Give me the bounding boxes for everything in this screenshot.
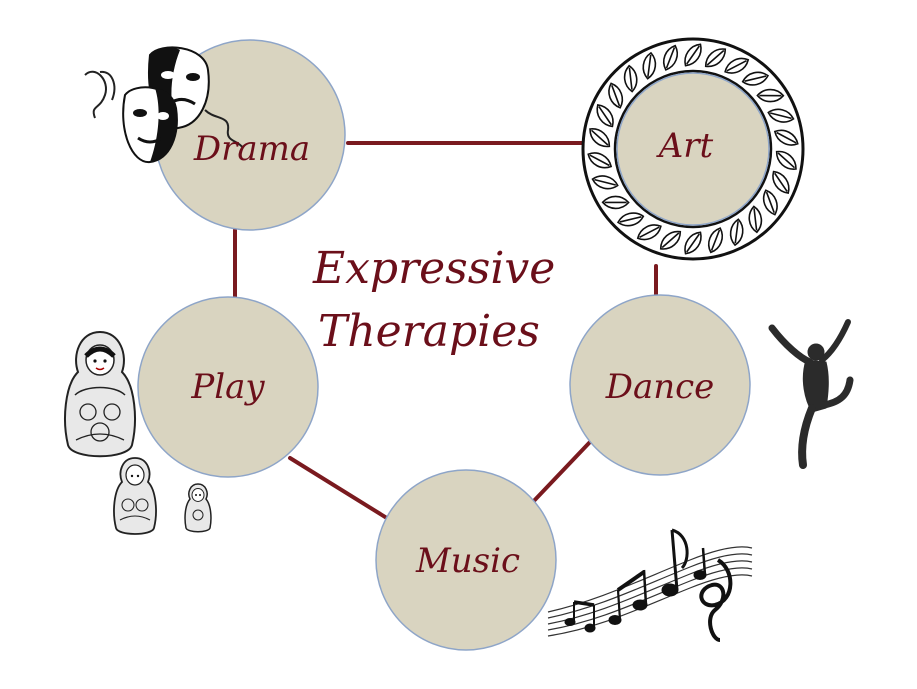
- node-play: [137, 296, 319, 478]
- node-music: [375, 469, 557, 651]
- mandala-leaf: [636, 224, 662, 241]
- mandala-leaf: [589, 128, 611, 148]
- mandala-leaf: [642, 51, 657, 80]
- mandala-leaf: [741, 71, 770, 86]
- connector-play-music: [288, 456, 392, 522]
- mandala-leaf: [596, 104, 614, 128]
- node-label-dance: Dance: [605, 367, 715, 407]
- mandala-leaf: [601, 195, 630, 210]
- mandala-leaf: [608, 82, 624, 109]
- nesting-doll-small: [184, 483, 212, 533]
- mandala-leaf: [616, 212, 645, 227]
- node-label-music: Music: [415, 541, 520, 581]
- mandala-leaf: [748, 205, 763, 234]
- mandala-leaf: [662, 44, 679, 71]
- mandala-leaf: [762, 189, 778, 216]
- music-notes-icon: [547, 528, 753, 642]
- mandala-leaf: [659, 230, 682, 250]
- mandala-leaf: [704, 48, 727, 68]
- node-dance-circle: [569, 294, 751, 476]
- mandala-leaf: [729, 218, 744, 247]
- nesting-doll-medium: [113, 457, 157, 535]
- node-art-circle: [616, 72, 770, 226]
- node-music-circle: [375, 469, 557, 651]
- mandala-leaf: [767, 108, 795, 123]
- mandala-leaf: [775, 150, 797, 170]
- mandala-leaf: [772, 170, 790, 194]
- dancer-silhouette-icon: [768, 319, 854, 469]
- node-label-drama: Drama: [193, 129, 310, 169]
- node-label-art: Art: [656, 126, 714, 166]
- theater-masks-icon: [84, 46, 244, 164]
- nesting-dolls-icon: [64, 330, 212, 535]
- mandala-leaf: [591, 175, 619, 190]
- node-play-circle: [137, 296, 319, 478]
- mandala-leaf: [684, 231, 702, 255]
- connectors: [233, 141, 658, 522]
- node-dance: [569, 294, 751, 476]
- mandala-leaf: [773, 129, 799, 146]
- connector-dance-music: [528, 440, 592, 507]
- mandala-leaf: [724, 57, 750, 74]
- title-line-2: Therapies: [318, 306, 540, 357]
- mandala-leaf: [756, 88, 785, 103]
- nesting-doll-large: [64, 330, 136, 458]
- node-label-play: Play: [190, 367, 265, 407]
- mandala-leaf: [707, 227, 724, 254]
- title-line-1: Expressive: [312, 243, 555, 294]
- mandala-leaf: [587, 152, 613, 169]
- node-art: [616, 72, 770, 226]
- mandala-leaf: [684, 43, 702, 67]
- mandala-leaf: [623, 64, 638, 93]
